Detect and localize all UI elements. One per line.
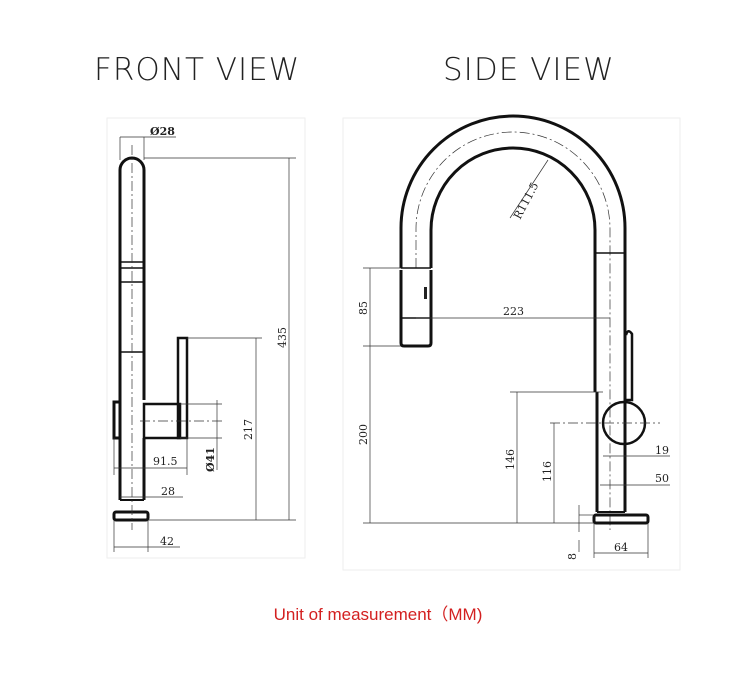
front-frame — [106, 117, 306, 559]
side-body — [595, 392, 627, 512]
dim-r111-5-label: R111.5 — [511, 180, 541, 221]
side-spout-inner — [429, 146, 597, 392]
side-lever — [624, 330, 634, 402]
side-view-title: SIDE VIEW — [443, 52, 615, 88]
dim-217-label: 217 — [242, 419, 255, 440]
side-pullout-head — [399, 270, 433, 348]
side-head-button — [424, 287, 427, 299]
front-base — [112, 510, 150, 522]
dim-50-label: 50 — [655, 472, 669, 485]
dim-42-label: 42 — [160, 535, 174, 548]
dim-line — [509, 159, 549, 219]
dim-116-label: 116 — [541, 461, 554, 482]
side-base — [592, 513, 650, 525]
side-spout-outer — [399, 114, 627, 392]
dim-d28-label: Ø28 — [150, 125, 175, 138]
dim-85-label: 85 — [357, 301, 370, 315]
dim-d41-label: Ø41 — [204, 447, 217, 472]
front-body — [118, 400, 146, 500]
front-bump — [112, 400, 120, 440]
dim-28-label: 28 — [161, 485, 175, 498]
side-spout-centerline — [415, 131, 611, 530]
dim-223-label: 223 — [503, 305, 524, 318]
front-spout — [118, 156, 146, 400]
unit-note: Unit of measurement（MM) — [273, 605, 483, 624]
dim-91-5-label: 91.5 — [153, 455, 178, 468]
front-view-title: FRONT VIEW — [94, 52, 301, 88]
dim-64-label: 64 — [614, 541, 628, 554]
side-view-drawing: R111.5 85 223 200 146 116 19 50 8 — [357, 114, 670, 560]
dim-146-label: 146 — [504, 449, 517, 470]
front-view-drawing: Ø28 435 217 Ø41 91.5 28 42 — [112, 125, 296, 552]
dim-8-label: 8 — [566, 553, 579, 560]
side-frame — [342, 117, 681, 571]
dim-200-label: 200 — [357, 424, 370, 445]
dim-435-label: 435 — [276, 327, 289, 348]
dim-19-label: 19 — [655, 444, 669, 457]
